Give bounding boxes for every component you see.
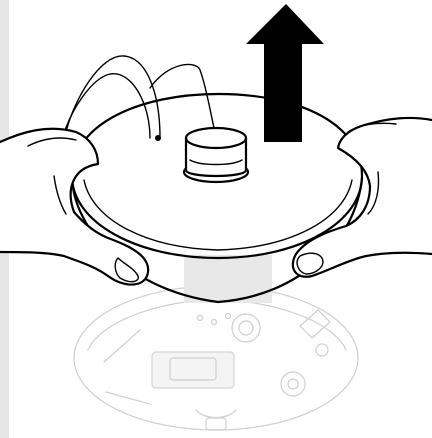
cable-loop-inner [66, 56, 160, 138]
device-side-band [184, 255, 272, 303]
left-hand [0, 129, 148, 285]
mounting-base-ghost [74, 286, 358, 430]
right-hand [293, 118, 432, 277]
sensor-cap [184, 128, 248, 182]
lift-up-arrow-icon [246, 4, 324, 142]
